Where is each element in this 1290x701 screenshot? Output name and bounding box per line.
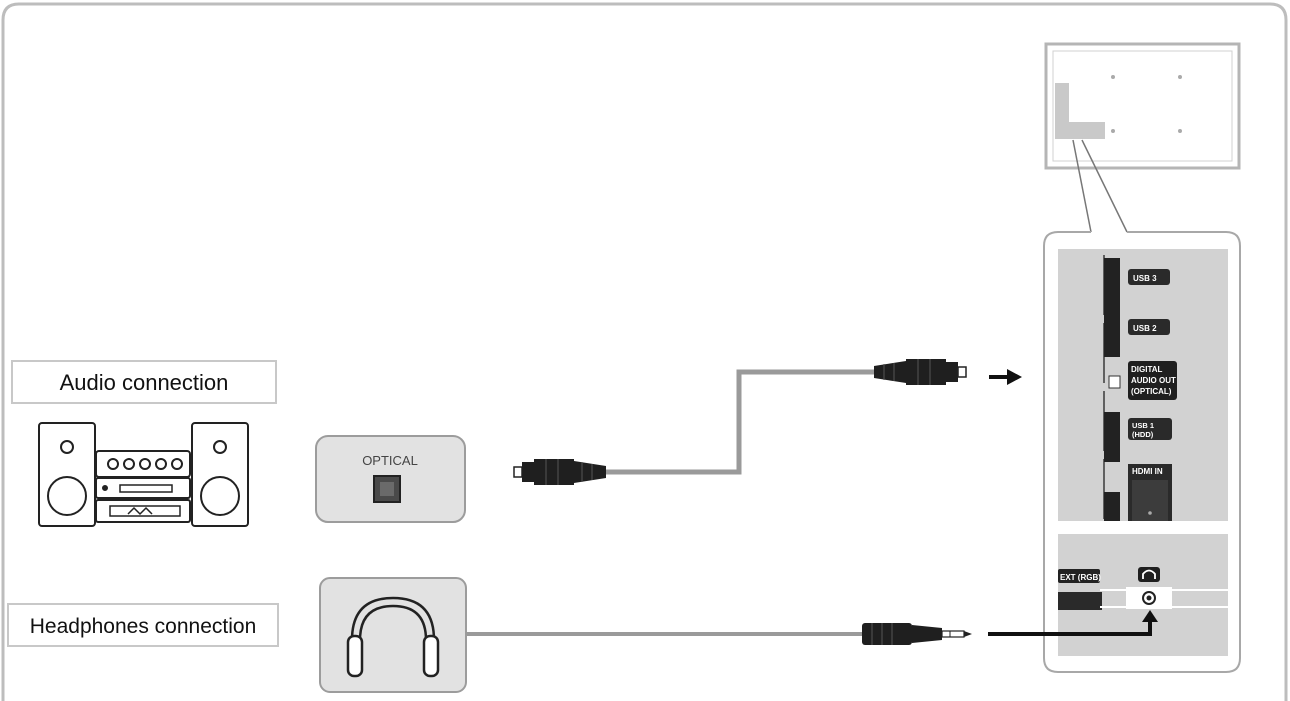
tv-back-thumbnail [1044, 42, 1241, 170]
zoom-panel-frame [1043, 231, 1241, 673]
headphones-connection-box [7, 603, 279, 647]
zoom-line-left [1072, 139, 1092, 233]
zoom-line-right [1081, 139, 1128, 233]
hifi-stereo-icon [38, 422, 249, 527]
usb1-label-1: USB 1 [1132, 421, 1154, 430]
digital-audio-label-2: AUDIO OUT [1131, 376, 1176, 385]
usb2-port [1104, 307, 1120, 357]
headphone-plug [862, 623, 972, 645]
audio-connection-label: Audio connection [60, 370, 229, 395]
usb3-label: USB 3 [1133, 274, 1157, 283]
optical-input-box: OPTICAL [315, 435, 466, 523]
usb1-port [1104, 412, 1120, 462]
tv-port-panel-lower: EXT (RGB) [1058, 534, 1228, 656]
tv-port-panel-upper: USB 3 USB 2 DIGITAL AUDIO OUT (OPTICAL) … [1058, 249, 1228, 521]
headphones-box [319, 577, 467, 693]
digital-audio-label-3: (OPTICAL) [1131, 387, 1172, 396]
optical-arrow-icon [989, 369, 1022, 385]
optical-cable [600, 369, 878, 475]
optical-out-port [1108, 375, 1121, 389]
headphones-icon [346, 596, 440, 678]
headphone-port-icon [1142, 569, 1156, 579]
optical-plug-left [513, 459, 606, 485]
hdmi-port [1104, 492, 1120, 521]
digital-audio-label-1: DIGITAL [1131, 365, 1163, 374]
headphone-arrow-icon [988, 610, 1158, 636]
audio-connection-box [11, 360, 277, 404]
ext-rgb-label: EXT (RGB) [1060, 573, 1101, 582]
optical-label: OPTICAL [362, 453, 418, 468]
usb1-label-2: (HDD) [1132, 430, 1154, 439]
usb2-label: USB 2 [1133, 324, 1157, 333]
headphones-connection-label: Headphones connection [30, 615, 257, 638]
usb3-port [1104, 258, 1120, 320]
optical-plug-right [874, 359, 967, 385]
hdmi-in-label: HDMI IN [1132, 467, 1163, 476]
